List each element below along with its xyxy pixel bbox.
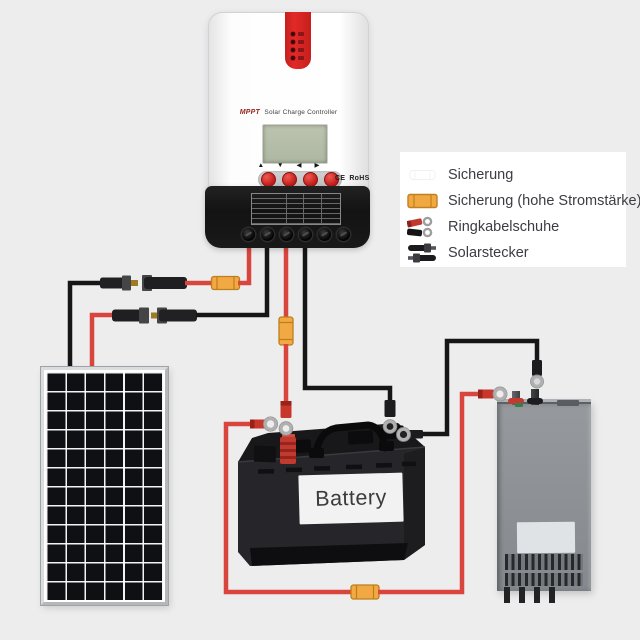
- battery-block: [253, 445, 277, 463]
- ring-terminal-battery-plus-in: [278, 401, 294, 436]
- controller-terminal-block: [205, 186, 370, 248]
- inverter-pins: [504, 587, 564, 603]
- fuse-large-icon: [407, 190, 439, 212]
- ring-terminals-icon: [407, 216, 439, 238]
- legend-label: Ringkabelschuhe: [448, 219, 560, 235]
- ring-terminal-battery-plus-out: [250, 416, 279, 432]
- wire-inv-minus: [420, 338, 540, 437]
- ring-terminal-inverter-minus: [530, 360, 544, 389]
- lcd-screen: [263, 125, 327, 163]
- spec-table: [251, 193, 341, 225]
- solar-cells-grid: [46, 372, 163, 600]
- wire-pv-minus: [196, 242, 270, 318]
- inverter-vents: [505, 554, 583, 570]
- mc4-connector-pair-2: [112, 307, 197, 324]
- legend-label: Sicherung (hohe Stromstärke): [448, 193, 640, 209]
- inverter-top-connector: [557, 400, 579, 406]
- inverter-negative-washer: [527, 398, 543, 404]
- controller-title: MPPT Solar Charge Controller: [209, 101, 368, 119]
- legend-row-ring-terminals: Ringkabelschuhe: [407, 214, 626, 240]
- inverter: [497, 389, 591, 603]
- solar-connectors-icon: [407, 242, 439, 264]
- legend-row-fuse-high-current: Sicherung (hohe Stromstärke): [407, 188, 640, 214]
- inverter-positive-washer: [508, 398, 524, 404]
- button-panel: [258, 171, 342, 188]
- led-indicator: [291, 40, 304, 44]
- charge-controller: MPPT Solar Charge Controller ▲ ▼ ◀ ▶ CE …: [208, 12, 369, 190]
- arrow-right-icon: ▶: [314, 162, 320, 169]
- ring-terminal-battery-minus-out: [396, 427, 423, 442]
- wire-panel-red: [89, 312, 114, 372]
- wire-panel-black: [67, 280, 103, 372]
- arrow-up-icon: ▲: [257, 162, 264, 169]
- led-stripe: [285, 12, 311, 69]
- terminal-pv-minus: [260, 228, 274, 241]
- inverter-negative-post: [531, 389, 539, 405]
- inverter-vents: [505, 573, 583, 586]
- button-arrow-labels: ▲ ▼ ◀ ▶: [209, 162, 368, 170]
- legend-row-fuse: Sicherung: [407, 162, 626, 188]
- led-indicator: [291, 48, 304, 52]
- legend: Sicherung Sicherung (hohe Stromstärke) R…: [400, 152, 640, 267]
- mc4-connector-pair-1: [100, 275, 187, 291]
- terminal-load-plus: [317, 228, 331, 241]
- led-indicator: [291, 32, 304, 36]
- terminal-battery-minus: [298, 228, 312, 241]
- ce-mark: CE: [335, 175, 346, 182]
- solar-panel: [41, 367, 168, 605]
- wire-inv-plus-a: [223, 421, 353, 595]
- brand-text: MPPT: [239, 109, 260, 116]
- fuse-small-icon: [407, 164, 439, 186]
- fuse-inverter: [350, 584, 380, 600]
- product-name-text: Solar Charge Controller: [264, 109, 338, 116]
- wire-batt-minus: [302, 242, 393, 405]
- terminal-battery-plus: [279, 228, 293, 241]
- arrow-down-icon: ▼: [277, 162, 284, 169]
- ring-terminal-inverter-plus: [478, 386, 508, 402]
- wire-inv-plus-b: [378, 391, 480, 595]
- legend-label: Solarstecker: [448, 245, 529, 261]
- legend-label: Sicherung: [448, 167, 514, 183]
- inverter-green-washer: [515, 403, 523, 407]
- battery-vent-dashes: [257, 461, 416, 474]
- certification-marks: CE RoHS: [335, 175, 370, 182]
- arrow-left-icon: ◀: [296, 162, 302, 169]
- fuse-battery: [278, 316, 294, 346]
- ring-terminal-battery-minus-in: [382, 400, 398, 434]
- terminal-pv-plus: [241, 228, 255, 241]
- led-indicator: [291, 56, 304, 60]
- wire-pv-plus-b: [238, 242, 252, 286]
- terminal-load-minus: [336, 228, 350, 241]
- rohs-mark: RoHS: [349, 175, 370, 182]
- legend-row-solar-connectors: Solarstecker: [407, 240, 626, 266]
- inverter-top-edge: [497, 399, 591, 402]
